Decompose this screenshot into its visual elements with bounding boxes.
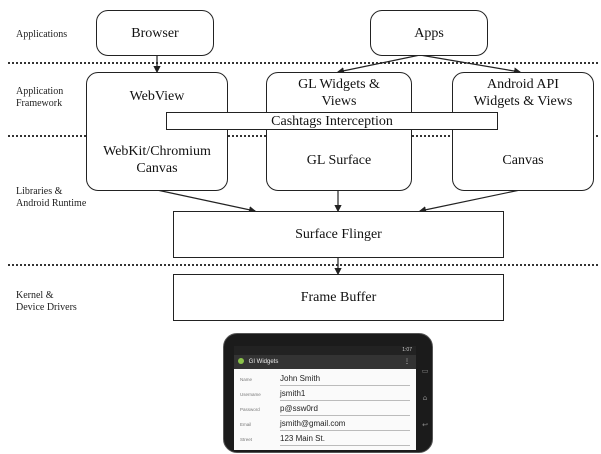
- layer-label-applications: Applications: [16, 29, 67, 41]
- webkit-line-1: WebKit/Chromium: [103, 144, 211, 159]
- nav-keys: ▭ ⌂ ↩: [420, 358, 430, 438]
- separator-applications: [8, 62, 598, 64]
- status-bar: 1:07: [234, 346, 416, 355]
- layer-label-libraries: Libraries & Android Runtime: [16, 186, 86, 210]
- recent-apps-icon[interactable]: ▭: [421, 367, 429, 376]
- android-api-column: Android API Widgets & Views: [452, 72, 594, 191]
- phone-mockup: 1:07 GI Widgets ⋮ Name John Smith Userna…: [223, 333, 433, 453]
- apps-label: Apps: [414, 25, 444, 41]
- android-api-label: Android API Widgets & Views: [474, 76, 573, 110]
- webkit-label: WebKit/Chromium Canvas: [103, 143, 211, 177]
- webview-column: WebView: [86, 72, 228, 191]
- street-field[interactable]: 123 Main St.: [280, 434, 410, 446]
- gl-widgets-line-2: Views: [321, 94, 357, 109]
- status-time: 1:07: [402, 347, 412, 353]
- form-row: Password p@ssw0rd: [240, 403, 410, 418]
- gl-widgets-label: GL Widgets & Views: [298, 76, 380, 110]
- form-row: Username jsmith1: [240, 388, 410, 403]
- canvas-label: Canvas: [502, 152, 544, 168]
- cashtags-label: Cashtags Interception: [271, 113, 393, 129]
- surface-flinger-label: Surface Flinger: [295, 227, 382, 242]
- back-icon[interactable]: ↩: [422, 420, 428, 429]
- arrow-canvas-flinger: [418, 189, 521, 214]
- arrow-apps-android: [419, 54, 522, 75]
- libraries-line-2: Android Runtime: [16, 198, 87, 209]
- email-field[interactable]: jsmith@gmail.com: [280, 419, 410, 431]
- webkit-line-2: Canvas: [136, 161, 178, 176]
- framework-line-2: Framework: [16, 98, 63, 109]
- form-row: Street 123 Main St.: [240, 433, 410, 448]
- form-label: Password: [240, 407, 260, 412]
- android-api-line-2: Widgets & Views: [473, 94, 573, 109]
- form-label: Username: [240, 392, 261, 397]
- apps-box: Apps: [370, 10, 488, 56]
- layer-label-kernel: Kernel & Device Drivers: [16, 290, 77, 314]
- kernel-line-1: Kernel &: [16, 290, 54, 301]
- form-row: Name John Smith: [240, 373, 410, 388]
- home-icon[interactable]: ⌂: [422, 393, 428, 402]
- applications-text: Applications: [16, 29, 68, 40]
- surface-flinger-box: Surface Flinger: [173, 211, 504, 258]
- form-row: Email jsmith@gmail.com: [240, 418, 410, 433]
- canvas-label-area: Canvas: [454, 145, 592, 175]
- phone-screen: 1:07 GI Widgets ⋮ Name John Smith Userna…: [234, 346, 416, 450]
- gl-column: GL Widgets & Views: [266, 72, 412, 191]
- arrow-webkit-flinger: [156, 189, 257, 214]
- browser-label: Browser: [131, 25, 179, 41]
- kernel-line-2: Device Drivers: [16, 302, 77, 313]
- webview-label: WebView: [129, 89, 185, 104]
- arrow-apps-gl: [336, 54, 421, 75]
- overflow-menu-icon[interactable]: ⋮: [404, 359, 410, 365]
- username-field[interactable]: jsmith1: [280, 389, 410, 401]
- action-bar: GI Widgets ⋮: [234, 355, 416, 369]
- name-field[interactable]: John Smith: [280, 374, 410, 386]
- gl-surface-label-area: GL Surface: [268, 145, 410, 175]
- app-title: GI Widgets: [248, 359, 279, 365]
- gl-widgets-line-1: GL Widgets &: [298, 77, 380, 92]
- browser-box: Browser: [96, 10, 214, 56]
- frame-buffer-label: Frame Buffer: [300, 290, 377, 305]
- form-label: Email: [240, 422, 252, 427]
- form-label: Name: [240, 377, 253, 382]
- frame-buffer-box: Frame Buffer: [173, 274, 504, 321]
- gl-surface-label: GL Surface: [306, 152, 372, 168]
- libraries-line-1: Libraries &: [16, 186, 63, 197]
- separator-libraries: [8, 264, 598, 266]
- cashtags-interception-bar: Cashtags Interception: [166, 112, 498, 130]
- framework-line-1: Application: [16, 86, 64, 97]
- webkit-label-area: WebKit/Chromium Canvas: [88, 140, 226, 180]
- app-icon: [238, 358, 244, 365]
- android-api-line-1: Android API: [487, 77, 559, 92]
- form-label: Street: [240, 437, 253, 442]
- password-field[interactable]: p@ssw0rd: [280, 404, 410, 416]
- layer-label-framework: Application Framework: [16, 86, 63, 110]
